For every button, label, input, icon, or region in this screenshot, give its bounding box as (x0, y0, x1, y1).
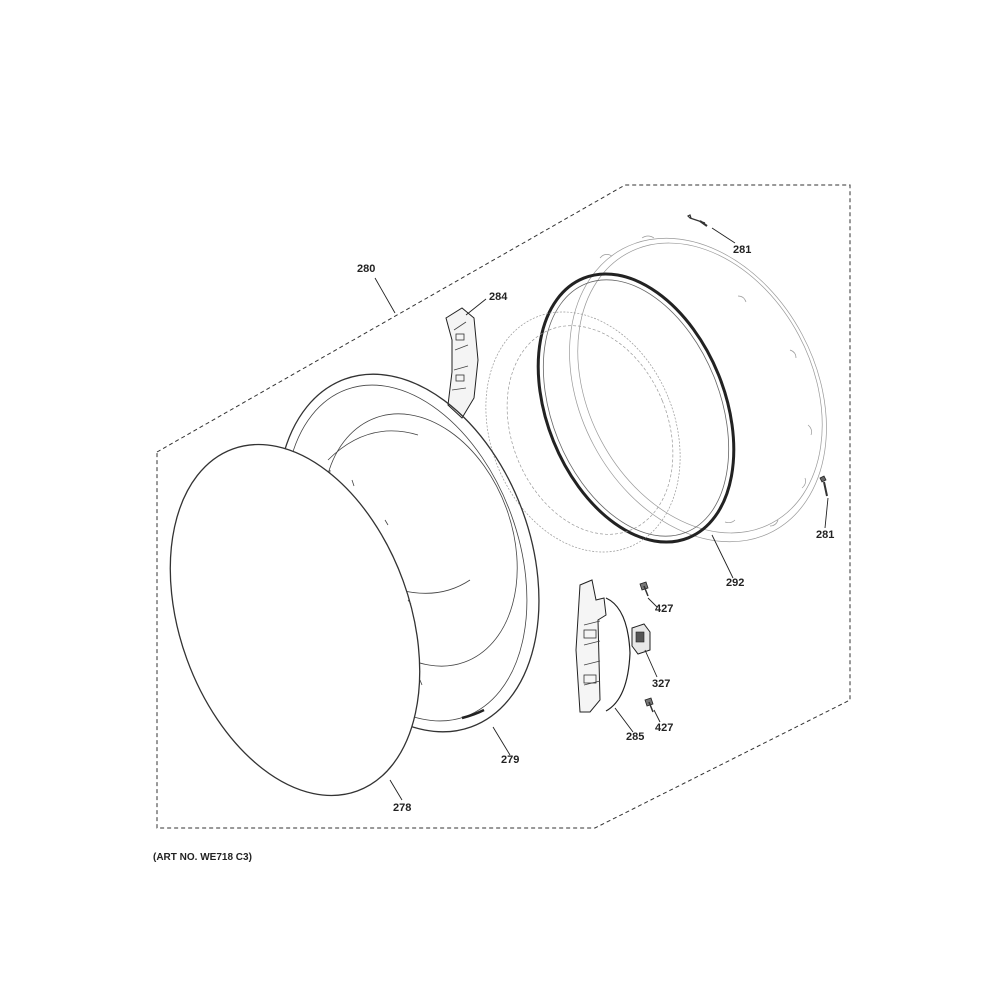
screw-427-bottom (644, 697, 654, 713)
screw-427-top (639, 581, 649, 597)
hinge-cover-284 (445, 307, 479, 419)
assembly-boundary (156, 184, 851, 829)
part-label-280: 280 (357, 263, 375, 275)
leader-lines (374, 227, 829, 801)
latch-switch-327 (631, 623, 651, 655)
hinge-assembly-285 (575, 579, 631, 713)
part-label-292: 292 (726, 577, 744, 589)
door-back-panel (569, 235, 827, 543)
part-label-281-side: 281 (816, 529, 834, 541)
screw-281-side (819, 475, 828, 497)
part-label-279: 279 (501, 754, 519, 766)
part-label-427-bottom: 427 (655, 722, 673, 734)
door-glass-278 (169, 443, 423, 797)
part-label-278: 278 (393, 802, 411, 814)
part-label-281-top: 281 (733, 244, 751, 256)
part-label-285: 285 (626, 731, 644, 743)
part-label-284: 284 (489, 291, 508, 303)
inner-glass-bowl (485, 311, 681, 553)
art-number: (ART NO. WE718 C3) (153, 852, 252, 863)
part-label-327: 327 (652, 678, 670, 690)
part-label-427-top: 427 (655, 603, 673, 615)
gasket-292 (536, 272, 736, 544)
screw-281-top (686, 214, 708, 227)
